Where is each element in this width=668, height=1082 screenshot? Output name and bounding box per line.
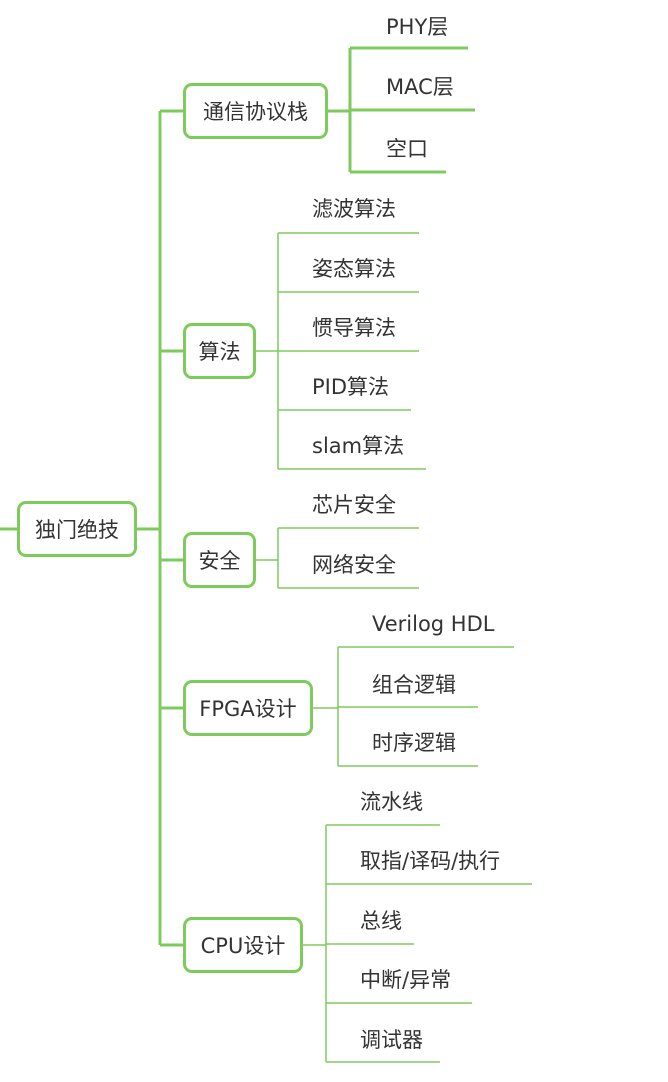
leaf-filter-algorithm[interactable]: 滤波算法 (312, 197, 396, 221)
branch-label: FPGA设计 (199, 697, 297, 721)
leaf-fetch-decode-execute[interactable]: 取指/译码/执行 (360, 849, 501, 873)
leaf-interrupt-exception[interactable]: 中断/异常 (360, 968, 452, 992)
leaf-verilog-hdl[interactable]: Verilog HDL (372, 612, 495, 636)
leaf-inertial-nav-algorithm[interactable]: 惯导算法 (312, 316, 396, 340)
leaf-debugger[interactable]: 调试器 (360, 1028, 423, 1052)
leaf-pid-algorithm[interactable]: PID算法 (312, 375, 390, 399)
branch-node-cpu-design[interactable]: CPU设计 (183, 917, 303, 973)
leaf-mac-layer[interactable]: MAC层 (386, 75, 454, 99)
leaf-network-security[interactable]: 网络安全 (312, 553, 396, 577)
branch-label: 算法 (198, 340, 241, 364)
branch-node-protocol-stack[interactable]: 通信协议栈 (183, 83, 328, 139)
branch-label: 通信协议栈 (203, 100, 308, 124)
root-node[interactable]: 独门绝技 (17, 501, 137, 557)
leaf-phy-layer[interactable]: PHY层 (386, 15, 449, 39)
branch-node-fpga-design[interactable]: FPGA设计 (183, 680, 313, 736)
leaf-bus[interactable]: 总线 (360, 909, 402, 933)
root-label: 独门绝技 (35, 518, 119, 542)
leaf-chip-security[interactable]: 芯片安全 (312, 493, 396, 517)
leaf-sequential-logic[interactable]: 时序逻辑 (372, 731, 456, 755)
branch-label: CPU设计 (200, 934, 286, 958)
leaf-slam-algorithm[interactable]: slam算法 (312, 434, 405, 458)
leaf-attitude-algorithm[interactable]: 姿态算法 (312, 257, 396, 281)
branch-label: 安全 (198, 549, 241, 573)
branch-node-security[interactable]: 安全 (183, 532, 256, 588)
branch-node-algorithms[interactable]: 算法 (183, 323, 256, 379)
leaf-combinational-logic[interactable]: 组合逻辑 (372, 673, 456, 697)
leaf-pipeline[interactable]: 流水线 (360, 790, 423, 814)
leaf-air-interface[interactable]: 空口 (386, 137, 428, 161)
